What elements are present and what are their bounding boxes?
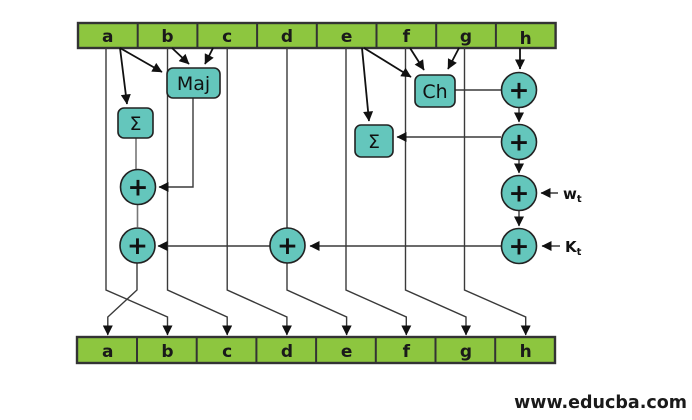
top-register-h: h — [520, 29, 532, 49]
arrow-a-to-sigma0 — [119, 47, 131, 105]
round-input-labels: wt Kt — [563, 185, 582, 258]
kt-sub: t — [577, 247, 582, 258]
register-shift-wires — [102, 48, 531, 336]
ch-label: Ch — [422, 81, 447, 103]
top-register-e: e — [341, 27, 353, 47]
watermark-text: www.educba.com — [514, 393, 687, 413]
wire-b-to-c — [166, 48, 233, 336]
top-register-a: a — [102, 27, 113, 47]
sigma1-label: Σ — [368, 131, 380, 153]
internal-wires — [135, 89, 560, 251]
kt-main: K — [565, 238, 578, 256]
adder-a2-circle — [119, 227, 156, 264]
wire-maj-to-adder — [158, 98, 194, 192]
wire-f-to-g — [404, 48, 471, 336]
adder-a2-plus: + — [127, 231, 148, 260]
bottom-register-a: a — [102, 342, 113, 362]
arrow-e-to-sigma1 — [361, 47, 374, 122]
wt-main: w — [563, 185, 577, 203]
adder-h1-circle — [500, 71, 538, 109]
top-register-f: f — [403, 27, 411, 47]
bottom-register-d: d — [281, 342, 293, 362]
bottom-register-h: h — [520, 342, 532, 362]
adder-wt-circle — [500, 174, 538, 212]
bottom-register-b: b — [161, 342, 173, 362]
sigma0-box — [117, 107, 154, 139]
bottom-register-e: e — [341, 342, 353, 362]
wire-adder-to-e — [286, 262, 352, 336]
arrow-g-to-ch — [447, 47, 460, 70]
top-register-d: d — [281, 27, 293, 47]
bottom-register-row: a b c d e f g h — [75, 335, 557, 365]
function-nodes: Maj Σ Ch Σ — [117, 67, 456, 158]
sigma1-box — [354, 124, 394, 158]
arrow-e-to-ch — [363, 47, 412, 78]
adder-a1-plus: + — [128, 173, 149, 202]
bottom-register-g: g — [460, 342, 472, 362]
wire-g-to-h — [463, 48, 531, 336]
wire-a-to-b — [105, 48, 173, 336]
arrow-b-to-maj — [171, 47, 190, 65]
wt-label: wt — [563, 185, 582, 205]
adder-d-circle — [269, 227, 306, 264]
adder-h2-plus: + — [509, 128, 530, 157]
wt-sub: t — [577, 194, 582, 205]
adder-kt-circle — [500, 227, 538, 265]
adder-a1-circle — [119, 168, 157, 206]
bottom-register-c: c — [222, 342, 232, 362]
adder-kt-plus: + — [509, 232, 530, 261]
wire-newa-to-a — [102, 262, 138, 336]
arrow-a-to-maj — [119, 47, 163, 73]
adder-h1-plus: + — [509, 76, 530, 105]
function-input-arrows — [119, 47, 525, 122]
arrow-f-to-ch — [409, 47, 425, 71]
ch-box — [414, 74, 456, 108]
kt-label: Kt — [565, 238, 582, 258]
bottom-register-f: f — [403, 342, 411, 362]
top-register-g: g — [460, 27, 472, 47]
adder-d-plus: + — [277, 231, 298, 260]
wire-e-to-f — [345, 48, 412, 336]
adder-wt-plus: + — [509, 179, 530, 208]
arrow-c-to-maj — [204, 47, 214, 65]
maj-label: Maj — [177, 73, 210, 95]
sigma0-label: Σ — [129, 113, 141, 135]
top-register-c: c — [222, 27, 232, 47]
maj-box — [166, 67, 221, 99]
wire-c-to-d — [226, 48, 292, 336]
top-register-b: b — [161, 27, 173, 47]
adder-nodes: + + + + + + + — [119, 71, 538, 265]
top-register-row: a b c d e f g h — [76, 21, 557, 50]
adder-h2-circle — [500, 123, 538, 161]
